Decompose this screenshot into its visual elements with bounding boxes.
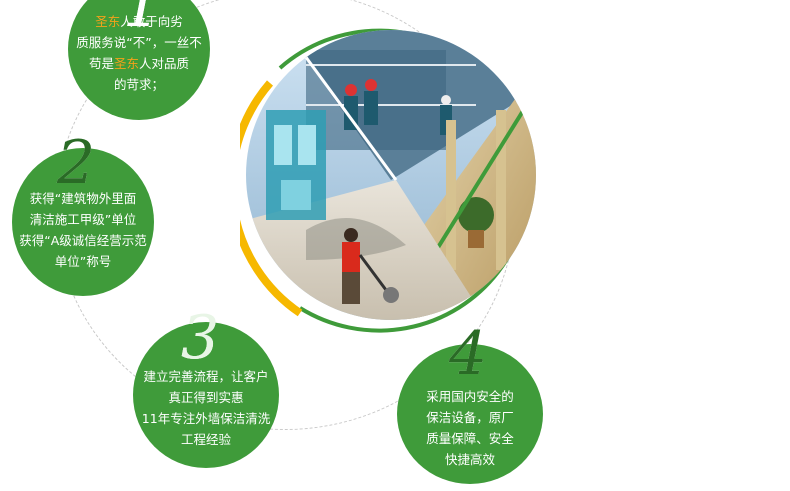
badge-text-2: 获得“建筑物外里面 清洁施工甲级”单位 获得“A级诚信经营示范 单位”称号: [12, 188, 154, 272]
badge-4-line-1: 采用国内安全的: [426, 389, 514, 404]
badge-number-4: 4: [449, 319, 488, 389]
badge-3-line-4: 工程经验: [180, 432, 231, 447]
badge-2-line-3: 获得“A级诚信经营示范: [19, 233, 147, 248]
badge-text-1: 圣东人敢于向劣 质服务说“不”，一丝不 苟是圣东人对品质 的苛求；: [68, 11, 210, 95]
badge-text-4: 采用国内安全的 保洁设备，原厂 质量保障、安全 快捷高效: [397, 386, 543, 470]
badge-1-line-4: 的苛求；: [113, 77, 164, 92]
badge-2-line-2: 清洁施工甲级”单位: [29, 212, 137, 227]
badge-3-line-3: 11年专注外墙保洁清洗: [141, 411, 271, 426]
feature-badge-4: 4 采用国内安全的 保洁设备，原厂 质量保障、安全 快捷高效: [397, 324, 543, 484]
badge-3-line-2: 真正得到实惠: [168, 390, 244, 405]
badge-number-3: 3: [181, 303, 220, 373]
badge-1-line-3: 苟是圣东人对品质: [88, 56, 190, 71]
badge-1-line-1: 圣东人敢于向劣: [95, 14, 183, 29]
badge-4-line-4: 快捷高效: [444, 452, 495, 467]
badge-2-line-1: 获得“建筑物外里面: [29, 191, 137, 206]
service-photo-collage: [246, 30, 536, 320]
brand-highlight: 圣东: [95, 14, 121, 29]
badge-number-2: 2: [57, 128, 96, 198]
badge-4-line-3: 质量保障、安全: [426, 431, 514, 446]
badge-1-line-2: 质服务说“不”，一丝不: [76, 35, 202, 50]
badge-2-line-4: 单位”称号: [54, 254, 112, 269]
feature-badge-3: 3 建立完善流程，让客户 真正得到实惠 11年专注外墙保洁清洗 工程经验: [133, 308, 279, 468]
badge-3-line-1: 建立完善流程，让客户: [143, 369, 269, 384]
feature-badge-1: 1 圣东人敢于向劣 质服务说“不”，一丝不 苟是圣东人对品质 的苛求；: [68, 0, 210, 120]
badge-text-3: 建立完善流程，让客户 真正得到实惠 11年专注外墙保洁清洗 工程经验: [133, 366, 279, 450]
badge-number-1: 1: [123, 0, 162, 41]
feature-badge-2: 2 获得“建筑物外里面 清洁施工甲级”单位 获得“A级诚信经营示范 单位”称号: [12, 133, 154, 296]
brand-highlight: 圣东: [113, 56, 139, 71]
badge-4-line-2: 保洁设备，原厂: [426, 410, 514, 425]
